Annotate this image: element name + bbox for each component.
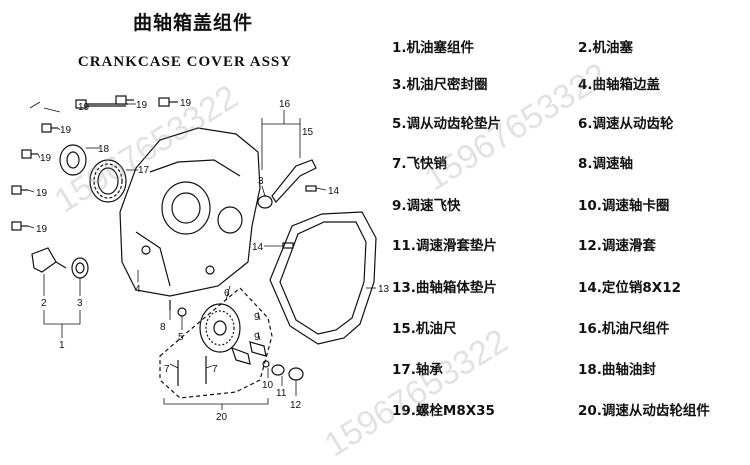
bolt-19-f bbox=[11, 185, 28, 195]
governor-weight-9-a bbox=[231, 346, 251, 365]
part-19: 19.螺栓M8X35 bbox=[392, 403, 495, 419]
exploded-parts-diagram: 19 19 19 19 19 19 19 18 17 16 15 3 14 14… bbox=[11, 95, 390, 423]
part-8: 8.调速轴 bbox=[578, 156, 634, 172]
callout-14-a: 14 bbox=[328, 186, 340, 197]
part-10: 10.调速轴卡圈 bbox=[578, 198, 670, 214]
sleeve-washer-11 bbox=[271, 364, 285, 376]
callout-20: 20 bbox=[216, 412, 228, 423]
clip-10 bbox=[262, 360, 270, 368]
callout-19-d: 19 bbox=[60, 125, 72, 136]
callout-19-e: 19 bbox=[40, 153, 52, 164]
part-18: 18.曲轴油封 bbox=[578, 362, 656, 378]
dowel-pin-14-a bbox=[305, 185, 317, 192]
oil-plug-2 bbox=[31, 247, 57, 273]
title-chinese: 曲轴箱盖组件 bbox=[132, 12, 253, 34]
callout-9-b: 9 bbox=[254, 332, 260, 343]
callout-13: 13 bbox=[378, 284, 390, 295]
part-15: 15.机油尺 bbox=[392, 321, 457, 337]
part-17: 17.轴承 bbox=[392, 362, 443, 378]
callout-2: 2 bbox=[41, 298, 47, 309]
callout-1: 1 bbox=[59, 340, 65, 351]
part-16: 16.机油尺组件 bbox=[578, 321, 670, 337]
callout-12: 12 bbox=[290, 400, 302, 411]
dowel-pin-14-b bbox=[282, 242, 294, 249]
callout-9-a: 9 bbox=[254, 312, 260, 323]
crankcase-gasket-13 bbox=[269, 211, 377, 345]
callout-14-b: 14 bbox=[252, 242, 264, 253]
title-english: CRANKCASE COVER ASSY bbox=[77, 54, 293, 70]
part-13: 13.曲轴箱体垫片 bbox=[392, 280, 497, 296]
part-5: 5.调从动齿轮垫片 bbox=[392, 116, 502, 132]
governor-weight-9-b bbox=[249, 341, 267, 357]
bolt-19-c bbox=[158, 97, 178, 107]
bolt-19-d bbox=[41, 123, 58, 133]
callout-19-b: 19 bbox=[136, 100, 148, 111]
callout-17: 17 bbox=[138, 165, 150, 176]
governor-gear-6 bbox=[199, 303, 241, 353]
callout-15: 15 bbox=[302, 127, 314, 138]
part-3: 3.机油尺密封圈 bbox=[392, 77, 488, 93]
callout-11: 11 bbox=[276, 388, 287, 399]
callout-4: 4 bbox=[135, 284, 141, 295]
oil-dipstick-15 bbox=[271, 159, 317, 203]
bolt-19-e bbox=[21, 149, 38, 159]
part-9: 9.调速飞快 bbox=[392, 198, 461, 214]
governor-sleeve-12 bbox=[288, 367, 304, 381]
callout-6: 6 bbox=[224, 288, 230, 299]
part-1: 1.机油塞组件 bbox=[392, 40, 475, 56]
callout-7-b: 7 bbox=[212, 364, 218, 375]
part-2: 2.机油塞 bbox=[578, 40, 634, 56]
part-4: 4.曲轴箱边盖 bbox=[578, 77, 661, 93]
callout-7-a: 7 bbox=[164, 364, 170, 375]
governor-assembly-outline-20 bbox=[159, 287, 273, 399]
bearing-17 bbox=[89, 159, 127, 203]
bolt-19-g bbox=[11, 221, 28, 231]
callout-3-upper: 3 bbox=[258, 176, 264, 187]
gear-washer-5 bbox=[177, 307, 187, 317]
bolt-19-b bbox=[115, 95, 134, 105]
oil-seal-18 bbox=[59, 144, 87, 176]
callout-16: 16 bbox=[279, 99, 291, 110]
dipstick-seal-3 bbox=[257, 195, 273, 209]
callout-3-lower: 3 bbox=[77, 298, 83, 309]
plug-seal-3 bbox=[71, 257, 89, 279]
part-6: 6.调速从动齿轮 bbox=[578, 116, 674, 132]
part-7: 7.飞快销 bbox=[392, 156, 448, 172]
callout-19-c: 19 bbox=[180, 98, 192, 109]
callout-5: 5 bbox=[178, 332, 184, 343]
part-20: 20.调速从动齿轮组件 bbox=[578, 403, 710, 419]
callout-19-a: 19 bbox=[78, 102, 90, 113]
callout-19-g: 19 bbox=[36, 224, 48, 235]
part-14: 14.定位销8X12 bbox=[578, 280, 682, 296]
callout-18: 18 bbox=[98, 144, 110, 155]
callout-8: 8 bbox=[160, 322, 166, 333]
parts-list: 1.机油塞组件 2.机油塞 3.机油尺密封圈 4.曲轴箱边盖 5.调从动齿轮垫片… bbox=[392, 26, 748, 426]
callout-10: 10 bbox=[262, 380, 274, 391]
part-12: 12.调速滑套 bbox=[578, 238, 656, 254]
callout-19-f: 19 bbox=[36, 188, 48, 199]
part-11: 11.调速滑套垫片 bbox=[392, 238, 497, 254]
